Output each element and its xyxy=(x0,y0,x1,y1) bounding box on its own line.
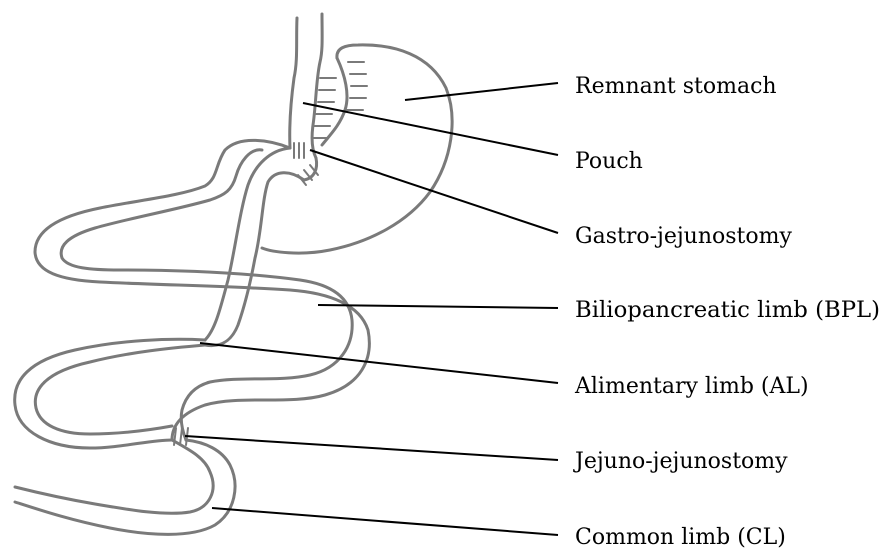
leader-biliopancreatic-limb xyxy=(318,305,558,308)
label-remnant-stomach: Remnant stomach xyxy=(575,74,777,99)
label-alimentary-limb: Alimentary limb (AL) xyxy=(574,374,809,399)
leader-remnant-stomach xyxy=(405,83,558,100)
leader-gastro-jejunostomy xyxy=(310,150,558,233)
label-common-limb: Common limb (CL) xyxy=(575,525,786,548)
label-gastro-jejunostomy: Gastro-jejunostomy xyxy=(575,224,792,249)
leader-alimentary-limb xyxy=(200,343,558,383)
label-jejuno-jejunostomy: Jejuno-jejunostomy xyxy=(573,449,788,474)
pouch-drawing xyxy=(290,14,322,158)
remnant-staple-line xyxy=(347,62,367,110)
biliopancreatic-limb-drawing xyxy=(35,140,369,440)
leader-common-limb xyxy=(212,508,558,535)
leader-pouch xyxy=(303,103,558,155)
label-biliopancreatic-limb: Biliopancreatic limb (BPL) xyxy=(575,298,880,323)
label-pouch: Pouch xyxy=(575,149,643,174)
common-limb-drawing xyxy=(15,440,235,534)
leader-jejuno-jejunostomy xyxy=(185,436,558,460)
